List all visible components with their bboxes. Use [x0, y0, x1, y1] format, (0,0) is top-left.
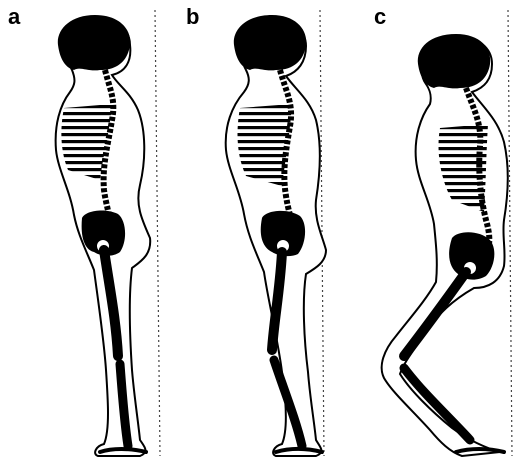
panel-label-b: b: [186, 6, 199, 28]
skull-a: [58, 15, 130, 70]
plumb-line-c: [508, 10, 512, 456]
figure-b: [226, 10, 326, 456]
panel-label-c: c: [374, 6, 386, 28]
figure-a: [56, 10, 160, 456]
figure-c: [382, 10, 512, 456]
panel-label-a: a: [8, 6, 20, 28]
plumb-line-a: [155, 10, 160, 456]
skull-b: [234, 15, 306, 70]
skull-c: [418, 34, 490, 88]
